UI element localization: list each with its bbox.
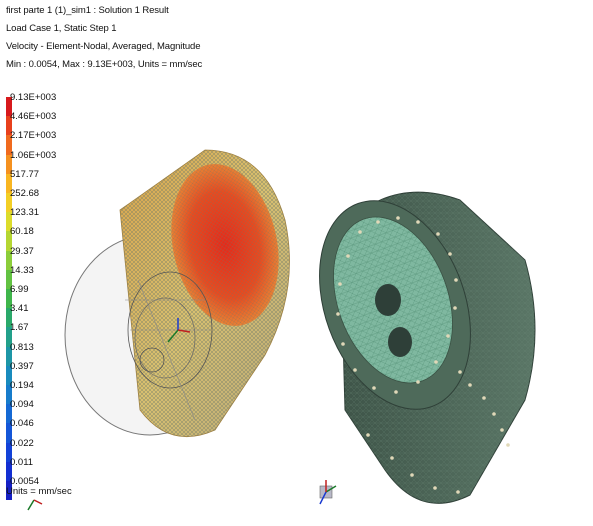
- legend-swatch: [6, 154, 12, 174]
- legend-swatch: [6, 97, 12, 117]
- legend-label: 60.18: [10, 226, 34, 238]
- view-triad-icon[interactable]: [319, 480, 337, 505]
- legend-swatch: [6, 365, 12, 385]
- legend-swatch: [6, 289, 12, 309]
- legend-label: 0.094: [10, 399, 34, 411]
- min-max-label: Min : 0.0054, Max : 9.13E+003, Units = m…: [6, 59, 203, 70]
- legend-label: 6.99: [10, 284, 29, 295]
- legend-swatch: [6, 308, 12, 328]
- result-title: first parte 1 (1)_sim1 : Solution 1 Resu…: [6, 5, 169, 16]
- right-model-mesh[interactable]: [292, 180, 536, 504]
- legend-swatch: [6, 250, 12, 270]
- legend-swatch: [6, 346, 12, 366]
- legend-swatch: [6, 385, 12, 405]
- legend-swatch: [6, 269, 12, 289]
- legend-label: 4.46E+003: [10, 111, 57, 123]
- legend-label: 2.17E+003: [10, 130, 57, 142]
- result-type-label: Velocity - Element-Nodal, Averaged, Magn…: [6, 41, 201, 52]
- legend-swatch: [6, 116, 12, 136]
- legend-swatch: [6, 423, 12, 443]
- legend-label: 0.0054: [10, 476, 40, 487]
- legend-swatch: [6, 461, 12, 481]
- legend-swatch: [6, 442, 12, 462]
- legend-label: 0.022: [10, 437, 34, 449]
- legend-label: 517.77: [10, 168, 40, 180]
- legend-label: 0.011: [10, 456, 34, 468]
- legend-swatch: [6, 231, 12, 251]
- legend-label: 1.06E+003: [10, 149, 57, 161]
- load-case-label: Load Case 1, Static Step 1: [6, 23, 117, 34]
- legend-swatch: [6, 193, 12, 213]
- legend-label: 9.13E+003: [10, 92, 57, 103]
- left-model-contour[interactable]: [64, 149, 293, 437]
- legend-swatch: [6, 212, 12, 232]
- legend-label: 1.67: [10, 322, 29, 334]
- legend-label: 0.397: [10, 360, 34, 372]
- legend-label: 0.046: [10, 418, 34, 430]
- legend-label: 0.194: [10, 380, 34, 391]
- legend-color-bar: [6, 97, 12, 501]
- legend-units: Units = mm/sec: [6, 486, 72, 497]
- legend-swatch: [6, 404, 12, 424]
- legend-label: 3.41: [10, 303, 29, 315]
- legend-label: 0.813: [10, 341, 34, 353]
- legend-swatch: [6, 173, 12, 193]
- legend-label: 14.33: [10, 264, 34, 276]
- legend-label: 252.68: [10, 188, 40, 199]
- legend-swatch: [6, 135, 12, 155]
- legend-swatch: [6, 327, 12, 347]
- legend-label: 123.31: [10, 207, 40, 219]
- corner-triad-icon: [27, 499, 43, 511]
- legend-swatch: [6, 481, 12, 501]
- legend-label: 29.37: [10, 245, 34, 257]
